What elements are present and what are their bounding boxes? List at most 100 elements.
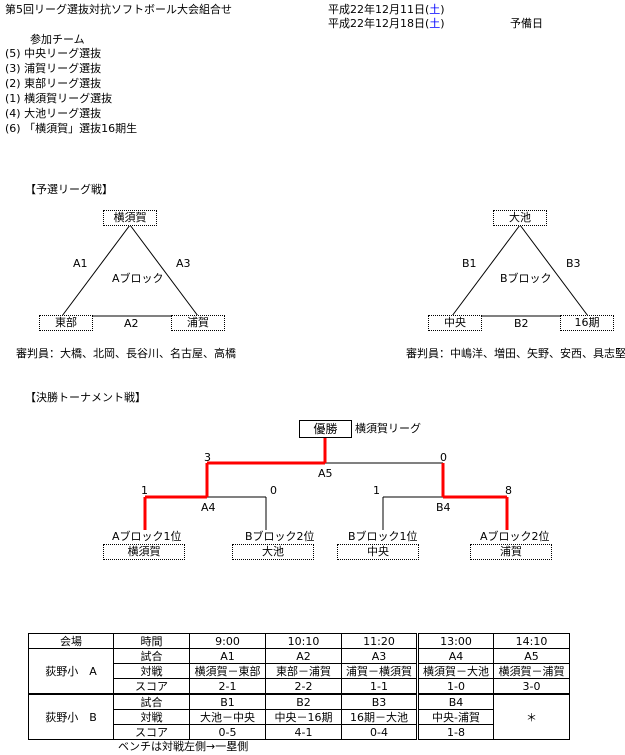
header-cell: 時間 [113, 633, 190, 649]
slot-seed: Bブロック1位 [348, 530, 418, 543]
cell: A5 [493, 648, 570, 664]
semi-right-game-label: B4 [436, 501, 451, 514]
slot-seed: Aブロック2位 [480, 530, 550, 543]
slot-team: 横須賀 [103, 544, 185, 560]
slot-seed: Aブロック1位 [112, 530, 182, 543]
blockA-edge-left [61, 224, 131, 317]
venue-name: 荻野小 A [28, 648, 114, 695]
cell: B2 [265, 693, 342, 710]
final-right-score: 0 [440, 451, 447, 464]
table-row: 対戦 大池－中央 中央－16期 16期－大池 中央-浦賀 [29, 709, 570, 725]
footnote: ベンチは対戦左側→一塁側 [118, 740, 249, 753]
blockA-label: Aブロック [112, 272, 164, 285]
blockB-right-team: 16期 [560, 315, 614, 331]
semi-left-score-2: 0 [270, 484, 277, 497]
cell: 横須賀－浦賀 [493, 663, 570, 679]
blockA-edge-right-label: A3 [176, 257, 191, 270]
cell: 2-2 [265, 678, 342, 695]
participants-heading: 参加チーム [30, 33, 85, 46]
cell: 大池－中央 [189, 709, 266, 725]
blockB-label: Bブロック [500, 272, 552, 285]
row-label: 対戦 [113, 709, 190, 725]
row-label: 対戦 [113, 663, 190, 679]
blockB-edge-right-label: B3 [566, 257, 581, 270]
cell: A4 [416, 648, 494, 664]
header-cell: 11:20 [341, 633, 418, 649]
blockA-top-team: 横須賀 [103, 210, 157, 226]
cell: A3 [341, 648, 418, 664]
cell: 16期－大池 [341, 709, 418, 725]
blockA-umpires: 審判員：大橋、北岡、長谷川、名古屋、高橋 [16, 347, 236, 360]
semi-left-game-label: A4 [201, 501, 216, 514]
schedule-table: 会場 時間 9:00 10:10 11:20 13:00 14:10 荻野小 A… [28, 633, 570, 740]
cell: 横須賀－東部 [189, 663, 266, 679]
blockA-left-team: 東部 [39, 315, 93, 331]
page-title: 第5回リーグ選抜対抗ソフトボール大会組合せ [5, 3, 232, 16]
slot-team: 浦賀 [470, 544, 552, 560]
blockB-edge-left-label: B1 [462, 257, 477, 270]
slot-seed: Bブロック2位 [245, 530, 315, 543]
header-cell: 会場 [28, 633, 114, 649]
slot-team: 大池 [232, 544, 314, 560]
final-game-label: A5 [318, 467, 333, 480]
cell: 3-0 [493, 678, 570, 695]
participant-item: (1) 横須賀リーグ選抜 [5, 92, 113, 105]
header-cell: 10:10 [265, 633, 342, 649]
cell: A1 [189, 648, 266, 664]
cell: 1-0 [416, 678, 494, 695]
cell: 2-1 [189, 678, 266, 695]
blockA-right-team: 浦賀 [171, 315, 225, 331]
tournament-heading: 【決勝トーナメント戦】 [25, 391, 146, 404]
winner-path [143, 437, 509, 530]
participant-item: (3) 浦賀リーグ選抜 [5, 62, 102, 75]
semi-left-score-1: 1 [141, 484, 148, 497]
cell: 東部－浦賀 [265, 663, 342, 679]
final-left-score: 3 [204, 451, 211, 464]
participant-item: (4) 大池リーグ選抜 [5, 107, 102, 120]
row-label: 試合 [113, 693, 190, 710]
blockA-edge-bottom-label: A2 [124, 317, 139, 330]
date-2: 平成22年12月18日(土) [328, 17, 445, 30]
venue-name: 荻野小 B [28, 693, 114, 740]
cell: 1-1 [341, 678, 418, 695]
table-row: 荻野小 A 試合 A1 A2 A3 A4 A5 [28, 648, 570, 695]
reserve-day: 予備日 [510, 17, 543, 30]
cell: 中央-浦賀 [416, 709, 494, 725]
date-1: 平成22年12月11日(土) [328, 3, 445, 16]
champion-team: 横須賀リーグ [355, 422, 421, 435]
blockA-edge-left-label: A1 [73, 257, 88, 270]
semi-right-score-2: 8 [505, 484, 512, 497]
cell: A2 [265, 648, 342, 664]
league-heading: 【予選リーグ戦】 [25, 183, 113, 196]
table-row: スコア 2-1 2-2 1-1 1-0 3-0 [29, 678, 570, 695]
champion-box: 優勝 [299, 420, 352, 438]
blockB-edge-right [519, 224, 589, 317]
header-cell: 14:10 [493, 633, 570, 649]
cell: 横須賀－大池 [416, 663, 494, 679]
cell: 0-5 [189, 724, 266, 740]
participant-item: (5) 中央リーグ選抜 [5, 47, 102, 60]
blank-mark-cell: ＊ [493, 693, 570, 740]
slot-team: 中央 [337, 544, 419, 560]
header-cell: 9:00 [189, 633, 266, 649]
cell: 0-4 [341, 724, 418, 740]
participant-item: (2) 東部リーグ選抜 [5, 77, 102, 90]
cell: B1 [189, 693, 266, 710]
blockB-left-team: 中央 [428, 315, 482, 331]
cell: 1-8 [416, 724, 494, 740]
row-label: スコア [113, 724, 190, 740]
header-cell: 13:00 [416, 633, 494, 649]
participant-item: (6) 「横須賀」選抜16期生 [5, 122, 138, 135]
blockB-umpires: 審判員：中嶋洋、増田、矢野、安西、具志堅 [406, 347, 625, 360]
blockB-edge-bottom-label: B2 [514, 317, 529, 330]
cell: 中央－16期 [265, 709, 342, 725]
blockA-edge-right [129, 224, 199, 317]
table-row: 荻野小 B 試合 B1 B2 B3 B4 ＊ [28, 693, 570, 740]
cell: 浦賀－横須賀 [341, 663, 418, 679]
semi-right-score-1: 1 [373, 484, 380, 497]
row-label: 試合 [113, 648, 190, 664]
table-row: スコア 0-5 4-1 0-4 1-8 [29, 724, 570, 740]
cell: B4 [416, 693, 494, 710]
blockB-edge-left [451, 224, 521, 317]
